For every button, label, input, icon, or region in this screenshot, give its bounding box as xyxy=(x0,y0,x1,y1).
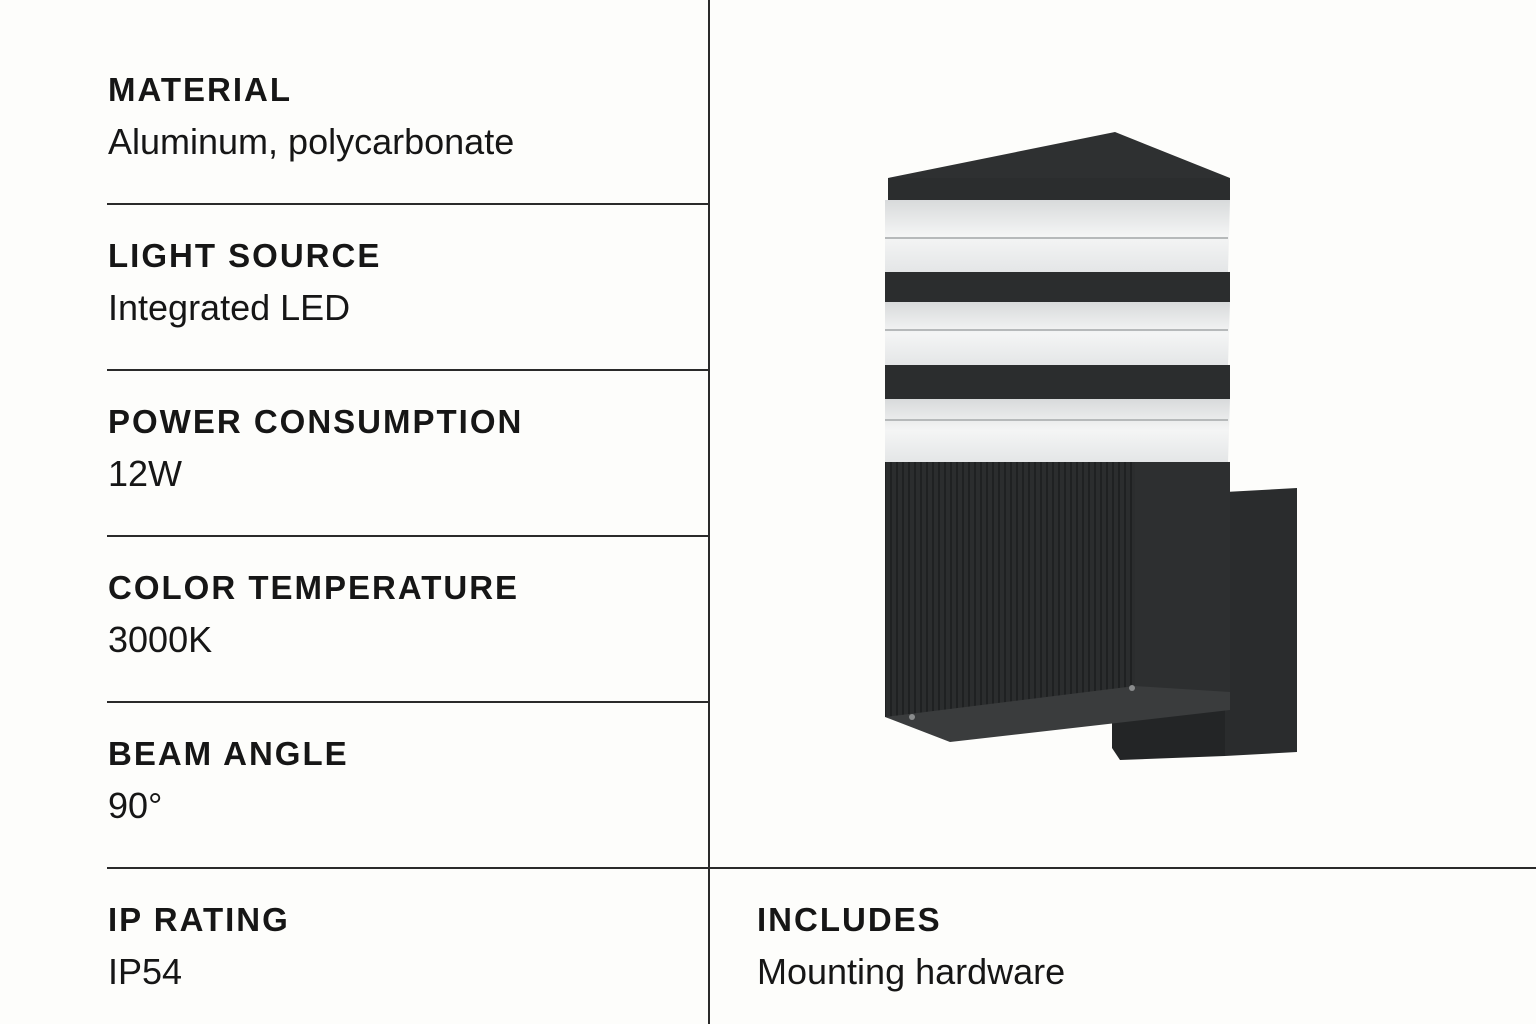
spec-label: MATERIAL xyxy=(108,71,293,108)
spec-includes: INCLUDES Mounting hardware xyxy=(757,902,1065,992)
spec-label: INCLUDES xyxy=(757,901,942,938)
spec-value: 12W xyxy=(108,453,183,494)
row-divider xyxy=(107,203,709,205)
spec-light-source: LIGHT SOURCE Integrated LED xyxy=(108,238,381,328)
spec-label: BEAM ANGLE xyxy=(108,735,349,772)
spec-value: Aluminum, polycarbonate xyxy=(108,121,515,162)
spec-value: 3000K xyxy=(108,619,213,660)
row-divider xyxy=(107,701,709,703)
spec-label: IP RATING xyxy=(108,901,290,938)
spec-ip-rating: IP RATING IP54 xyxy=(108,902,290,992)
column-divider xyxy=(708,0,710,1024)
row-divider xyxy=(107,867,1536,869)
wall-light-product-image xyxy=(885,132,1297,760)
row-divider xyxy=(107,535,709,537)
row-divider xyxy=(107,369,709,371)
spec-value: Integrated LED xyxy=(108,287,351,328)
spec-power-consumption: POWER CONSUMPTION 12W xyxy=(108,404,523,494)
spec-value: IP54 xyxy=(108,951,183,992)
spec-material: MATERIAL Aluminum, polycarbonate xyxy=(108,72,514,162)
spec-label: COLOR TEMPERATURE xyxy=(108,569,520,606)
spec-label: POWER CONSUMPTION xyxy=(108,403,524,440)
spec-value: Mounting hardware xyxy=(757,951,1066,992)
spec-value: 90° xyxy=(108,785,163,826)
spec-color-temperature: COLOR TEMPERATURE 3000K xyxy=(108,570,519,660)
spec-beam-angle: BEAM ANGLE 90° xyxy=(108,736,349,826)
spec-label: LIGHT SOURCE xyxy=(108,237,382,274)
